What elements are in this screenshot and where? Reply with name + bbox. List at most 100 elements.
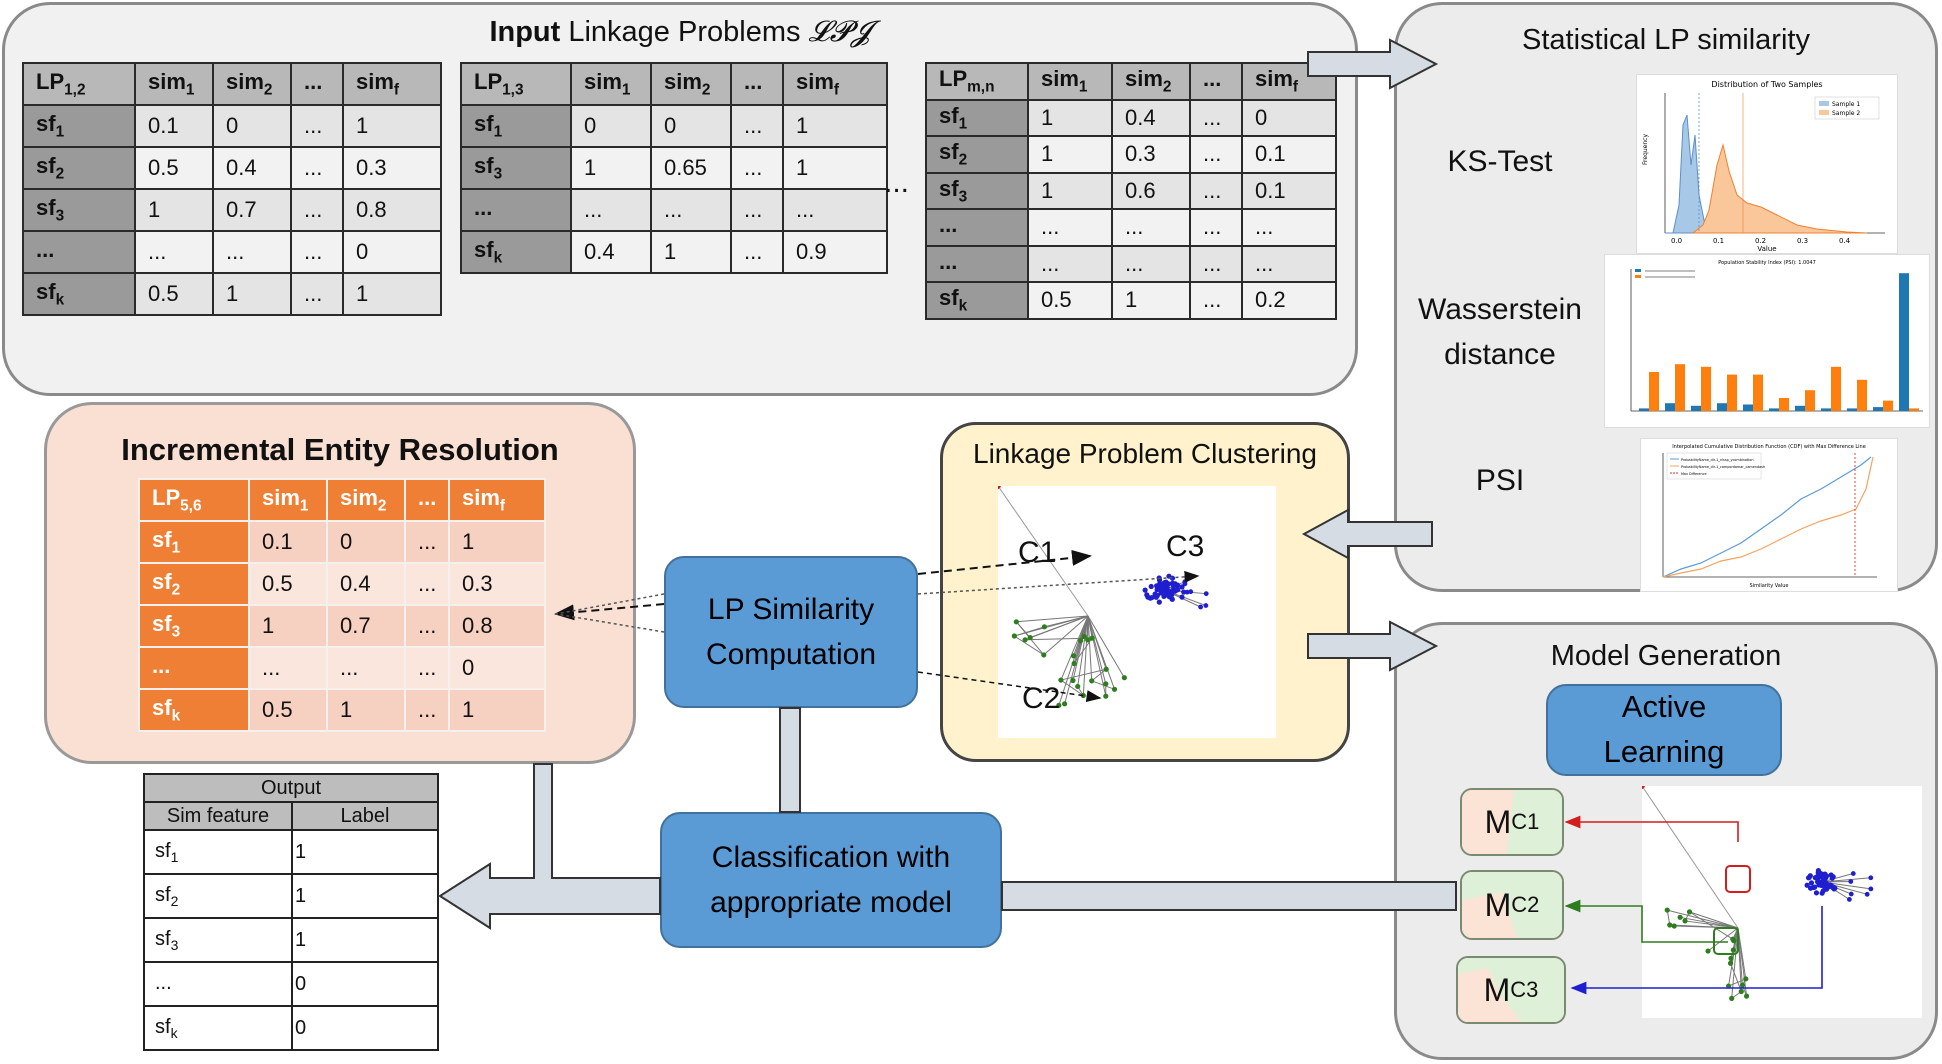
graph-node [1806,874,1812,880]
incremental-er-title: Incremental Entity Resolution [121,432,559,467]
graph-node [1815,868,1822,874]
cluster-c1-selection [1725,865,1751,893]
tmn-cell: ... [1241,244,1337,283]
t13-cell: ... [730,230,784,274]
output-label: 1 [291,829,439,875]
t12-row-key: ... [22,230,136,274]
t12-head-0: LP1,2 [22,62,136,106]
t12-cell: 0.1 [134,104,214,148]
ws-bar-orange [1883,400,1893,411]
t12-cell: ... [290,188,344,232]
table-row: ............... [925,244,1337,283]
tmn-cell: ... [1189,171,1243,210]
tmn-cell: ... [1027,208,1113,247]
t12-cell: 0 [212,104,292,148]
graph-node [1739,982,1746,988]
graph-node [1728,955,1734,961]
t12-cell: ... [290,146,344,190]
psi-legend-2: ProbabilityName_dir-1_campordamar_camend… [1681,465,1765,469]
t12-cell: 0.4 [212,146,292,190]
graph-node [1027,634,1033,641]
t13-row-key: sf1 [460,104,572,148]
ws-bar-blue [1717,403,1727,411]
tmn-cell: ... [1189,208,1243,247]
graph-node [1686,909,1693,915]
t13-cell: 1 [570,146,652,190]
graph-node [1041,652,1047,658]
graph-node [1814,874,1820,880]
graph-node [1864,891,1870,897]
psi-legend-1: ProbabilityName_dir-1_nlssp_ycombination [1681,458,1754,462]
tmn-row-key: sf2 [925,135,1029,174]
tmn-cell: 1 [1027,98,1113,137]
output-sim-feature: sf1 [143,829,293,875]
t56-head-3: ... [404,478,450,522]
t12-cell: 1 [342,104,442,148]
t12-row-key: sfk [22,272,136,316]
tmn-head-2: sim2 [1111,62,1191,101]
tmn-cell: 0 [1241,98,1337,137]
graph-node [1743,976,1749,982]
t12-cell: 1 [134,188,214,232]
arrow-model-to-classification [1001,881,1457,911]
graph-node [1807,885,1814,891]
t12-head-1: sim1 [134,62,214,106]
ks-xtick-3: 0.3 [1797,237,1808,245]
t12-row-key: sf2 [22,146,136,190]
t13-cell: ... [730,146,784,190]
graph-node [1639,783,1645,789]
t12-head-3: ... [290,62,344,106]
tmn-row-key: sf3 [925,171,1029,210]
tmn-head-1: sim1 [1027,62,1113,101]
ws-bar-orange [1779,398,1789,411]
graph-node [1179,594,1185,600]
ws-plot-title: Population Stability Index (PSI): 1.0047 [1718,260,1816,266]
t56-head-4: simf [448,478,546,522]
t12-cell: 1 [212,272,292,316]
t56-cell: ... [326,646,406,690]
output-sim-feature: sfk [143,1005,293,1051]
ws-bar-blue [1743,404,1753,411]
graph-node [1848,891,1854,897]
t12-cell: ... [134,230,214,274]
psi-plot-title: Interpolated Cumulative Distribution Fun… [1672,444,1866,450]
ws-bar-blue [1795,405,1805,411]
t56-cell: 0.3 [448,562,546,606]
t56-cell: ... [404,520,450,564]
t56-cell: 0.8 [448,604,546,648]
graph-node [1198,604,1204,610]
ws-bar-blue [1899,273,1909,411]
statistical-panel-title: Statistical LP similarity [1522,24,1810,56]
graph-node [1161,593,1167,600]
graph-node [1156,575,1162,581]
t12-cell: ... [290,104,344,148]
connector-lpsim-to-classification [779,707,801,813]
t12-cell: 0.7 [212,188,292,232]
ws-bar-orange [1805,390,1815,411]
model-cluster-graph [1639,783,1922,1018]
t13-head-4: simf [782,62,888,106]
output-sim-feature: ... [143,961,293,1007]
input-panel-title: Input Linkage Problems 𝓛𝓟𝓙 [489,14,871,48]
graph-node [1071,660,1077,667]
graph-node [1175,586,1181,592]
ks-test-label: KS-Test [1447,145,1553,178]
tmn-cell: ... [1241,208,1337,247]
graph-node [1089,678,1095,684]
graph-node [1089,635,1095,641]
output-col-label: Label [291,801,439,831]
graph-node [1078,638,1084,644]
tmn-cell: 0.5 [1027,281,1113,320]
graph-node [1011,633,1017,639]
clustering-title: Linkage Problem Clustering [973,438,1317,469]
tmn-cell: 0.1 [1241,171,1337,210]
graph-node [1041,624,1048,630]
graph-node [1819,874,1826,880]
graph-node [1804,882,1810,888]
t56-cell: 0.5 [248,562,328,606]
